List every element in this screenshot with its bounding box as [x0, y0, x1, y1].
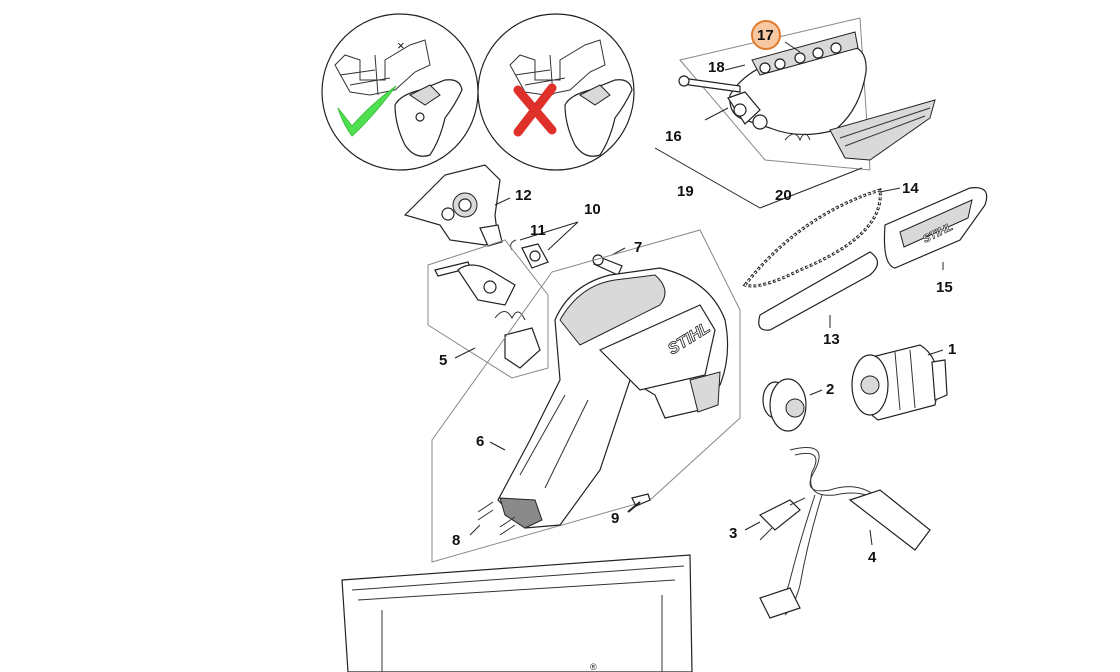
- part-15-bar-cover: STIHL: [883, 187, 988, 270]
- incorrect-assembly-inset: [477, 13, 635, 171]
- callout-17: 17: [757, 27, 774, 44]
- check-icon: [337, 85, 397, 137]
- part-2-sprocket: [762, 378, 823, 432]
- callout-8: 8: [452, 532, 460, 549]
- callout-17-highlight: 17: [751, 20, 781, 50]
- svg-text:×: ×: [397, 38, 405, 53]
- part-13-guide-bar: [758, 251, 879, 331]
- callout-4: 4: [868, 549, 877, 566]
- part-7-screw: [592, 247, 626, 276]
- part-14-chain: [742, 187, 901, 288]
- callout-11: 11: [530, 222, 546, 239]
- callout-12: 12: [515, 187, 532, 204]
- callout-1: 1: [948, 341, 956, 358]
- part-12-guard: [403, 164, 511, 247]
- callout-20: 20: [775, 187, 792, 204]
- part-8-clips: [469, 501, 516, 536]
- callout-16: 16: [665, 128, 682, 145]
- callout-7: 7: [634, 239, 642, 256]
- part-4-wiring: [759, 447, 931, 619]
- callout-2: 2: [826, 381, 834, 398]
- correct-assembly-inset: ×: [321, 13, 479, 171]
- callout-14: 14: [902, 180, 919, 197]
- callout-9: 9: [611, 510, 619, 527]
- callout-15: 15: [936, 279, 953, 296]
- part-3-switch: [744, 497, 806, 541]
- callout-13: 13: [823, 331, 840, 348]
- callout-10: 10: [584, 201, 601, 218]
- part-11-pin: [510, 221, 579, 269]
- callout-6: 6: [476, 433, 484, 450]
- callout-18: 18: [708, 59, 725, 76]
- case-registered-mark: ®: [590, 662, 597, 672]
- carry-case: ®: [341, 554, 693, 672]
- callout-19: 19: [677, 183, 694, 200]
- cross-icon: [513, 83, 557, 137]
- part-1-motor: [851, 344, 948, 421]
- part-9-screw: [627, 493, 651, 513]
- part-5-kit: [427, 239, 549, 379]
- callout-5: 5: [439, 352, 447, 369]
- callout-3: 3: [729, 525, 737, 542]
- part-6-housing: STIHL: [431, 229, 741, 563]
- sprocket-cover-group: [654, 17, 936, 209]
